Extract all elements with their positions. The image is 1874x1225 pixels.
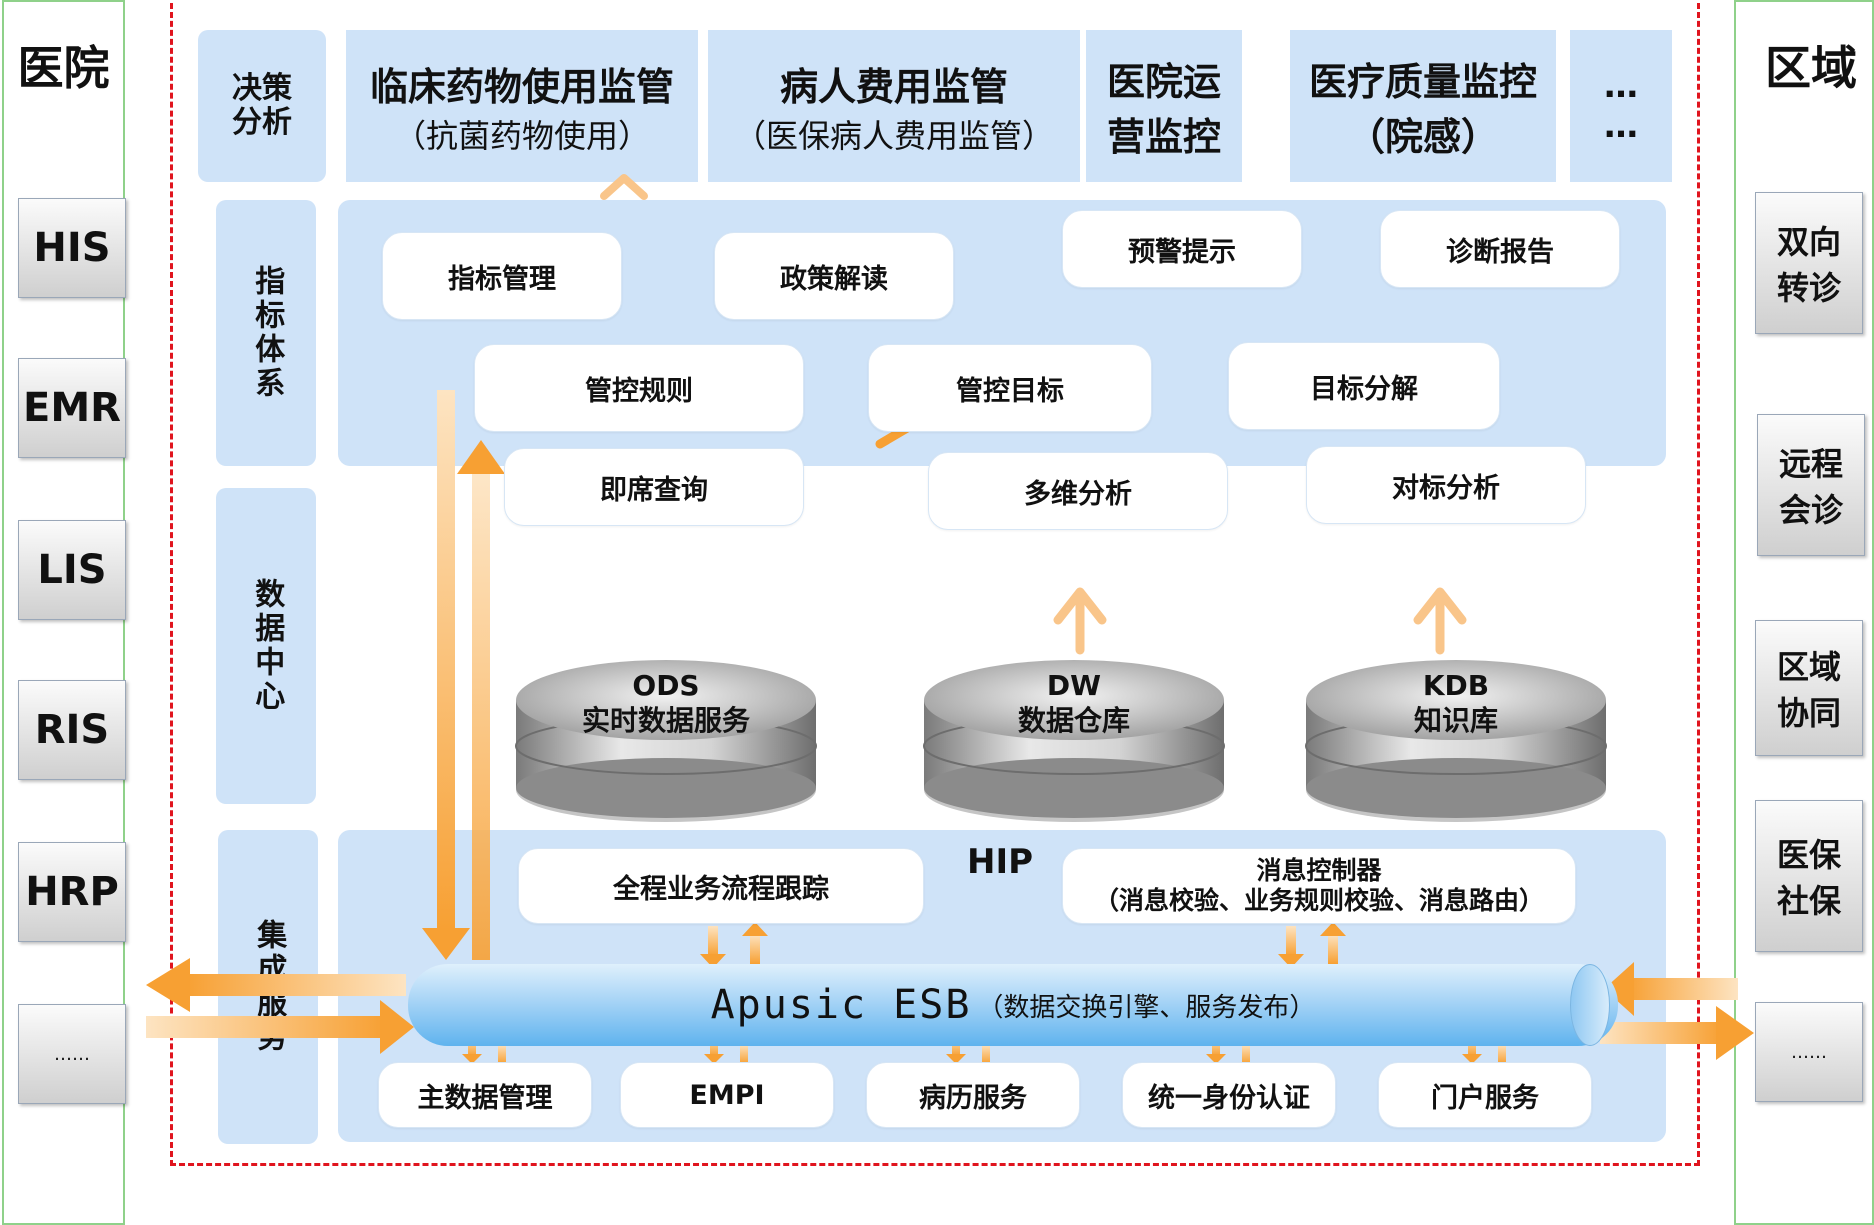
region-remote-consult: 远程 会诊 [1757,414,1865,556]
db-kdb-label: KDB 知识库 [1306,668,1606,738]
region-collab-line2: 协同 [1776,694,1841,732]
quality-title: 医疗质量监控 [1308,60,1537,104]
arrow-region-to-esb [1628,978,1738,1000]
pill-adhoc-query: 即席查询 [504,448,804,526]
arrow-pair-msg-controller [1278,922,1346,968]
db-kdb-name: KDB [1422,669,1490,702]
service-medical-record: 病历服务 [866,1062,1080,1128]
pill-benchmark-analysis: 对标分析 [1306,446,1586,524]
top-box-drug-supervision: 临床药物使用监管 （抗菌药物使用） [346,30,698,182]
layer-indicator-label: 指标体系 [249,265,285,401]
service-master-data: 主数据管理 [378,1062,592,1128]
more-line1: … [1604,66,1638,106]
pill-message-controller: 消息控制器 （消息校验、业务规则校验、消息路由） [1062,848,1576,924]
db-dw-name: DW [1046,669,1102,702]
region-insurance-line1: 医保 [1776,836,1841,874]
layer-indicator: 指标体系 [216,200,316,466]
arrow-dw-up [1053,587,1107,655]
layer-data-center-label: 数据中心 [249,578,285,714]
region-referral: 双向 转诊 [1755,192,1863,334]
system-frame [170,0,1700,1166]
db-ods-desc: 实时数据服务 [581,704,750,737]
arrow-long-down [437,390,455,930]
system-emr: EMR [18,358,126,458]
region-collab: 区域 协同 [1755,620,1863,756]
system-ris: RIS [18,680,126,780]
more-line2: … [1604,106,1638,146]
layer-decision: 决策 分析 [198,30,326,182]
arrow-esb-to-region [1600,1022,1722,1044]
db-kdb-cylinder [1305,660,1607,822]
db-dw-cylinder [923,660,1225,822]
pill-diagnosis-report: 诊断报告 [1380,210,1620,288]
esb-name: Apusic ESB [710,982,972,1028]
system-lis: LIS [18,520,126,620]
pill-warning: 预警提示 [1062,210,1302,288]
arrow-kdb-up [1413,587,1467,655]
cost-supervision-title: 病人费用监管 [779,64,1008,109]
drug-supervision-sub: （抗菌药物使用） [393,116,650,155]
service-identity-auth: 统一身份认证 [1122,1062,1336,1128]
db-dw-label: DW 数据仓库 [924,668,1224,738]
operations-line2: 营监控 [1106,115,1221,159]
service-empi: EMPI [620,1062,834,1128]
quality-sub: （院感） [1346,115,1499,159]
region-insurance-line2: 社保 [1776,882,1841,920]
region-title: 区域 [1765,41,1857,95]
arrow-long-down-head [422,928,470,960]
db-ods-name: ODS [632,669,700,702]
esb-bus-end [1570,964,1610,1046]
arrow-long-up [472,470,490,960]
top-box-operations: 医院运 营监控 [1086,30,1242,182]
msg-controller-title: 消息控制器 [1256,856,1382,885]
layer-data-center: 数据中心 [216,488,316,804]
arrow-region-to-esb-head [1604,962,1634,1016]
region-collab-line1: 区域 [1776,648,1841,686]
arrow-decision-up [600,174,648,200]
db-ods-cylinder [515,660,817,822]
esb-desc: （数据交换引擎、服务发布） [977,992,1316,1023]
msg-controller-desc: （消息校验、业务规则校验、消息路由） [1093,886,1544,915]
arrow-esb-to-hospital [186,974,406,996]
service-portal: 门户服务 [1378,1062,1592,1128]
region-remote-line2: 会诊 [1778,491,1843,529]
operations-line1: 医院运 [1106,60,1221,104]
region-referral-line1: 双向 [1776,223,1841,261]
pill-policy: 政策解读 [714,232,954,320]
top-box-quality: 医疗质量监控 （院感） [1290,30,1556,182]
region-more: …… [1755,1002,1863,1102]
arrow-hospital-to-esb-head [380,1000,414,1054]
region-referral-line2: 转诊 [1776,269,1841,307]
system-his: HIS [18,198,126,298]
db-ods-label: ODS 实时数据服务 [516,668,816,738]
db-kdb-desc: 知识库 [1413,704,1498,737]
hip-title: HIP [966,842,1034,882]
region-remote-line1: 远程 [1778,445,1843,483]
hospital-title: 医院 [17,41,110,95]
top-box-more: … … [1570,30,1672,182]
system-more: …… [18,1004,126,1104]
drug-supervision-title: 临床药物使用监管 [369,64,674,109]
arrow-long-up-head [457,440,505,474]
pill-indicator-mgmt: 指标管理 [382,232,622,320]
arrow-esb-to-hospital-head [146,958,190,1012]
pill-control-rules: 管控规则 [474,344,804,432]
esb-bus: Apusic ESB （数据交换引擎、服务发布） [408,964,1618,1046]
pill-process-tracking: 全程业务流程跟踪 [518,848,924,924]
pill-target-breakdown: 目标分解 [1228,342,1500,430]
system-hrp: HRP [18,842,126,942]
arrow-hospital-to-esb [146,1016,386,1038]
db-dw-desc: 数据仓库 [1017,704,1130,737]
pill-control-target: 管控目标 [868,344,1152,432]
pill-multidim-analysis: 多维分析 [928,452,1228,530]
arrow-esb-to-region-head [1716,1006,1754,1060]
layer-decision-line1: 决策 [232,70,292,106]
region-insurance: 医保 社保 [1755,800,1863,952]
layer-decision-line2: 分析 [232,105,292,140]
cost-supervision-sub: （医保病人费用监管） [733,116,1054,155]
top-box-cost-supervision: 病人费用监管 （医保病人费用监管） [708,30,1080,182]
arrow-pair-process-tracking [700,922,768,968]
